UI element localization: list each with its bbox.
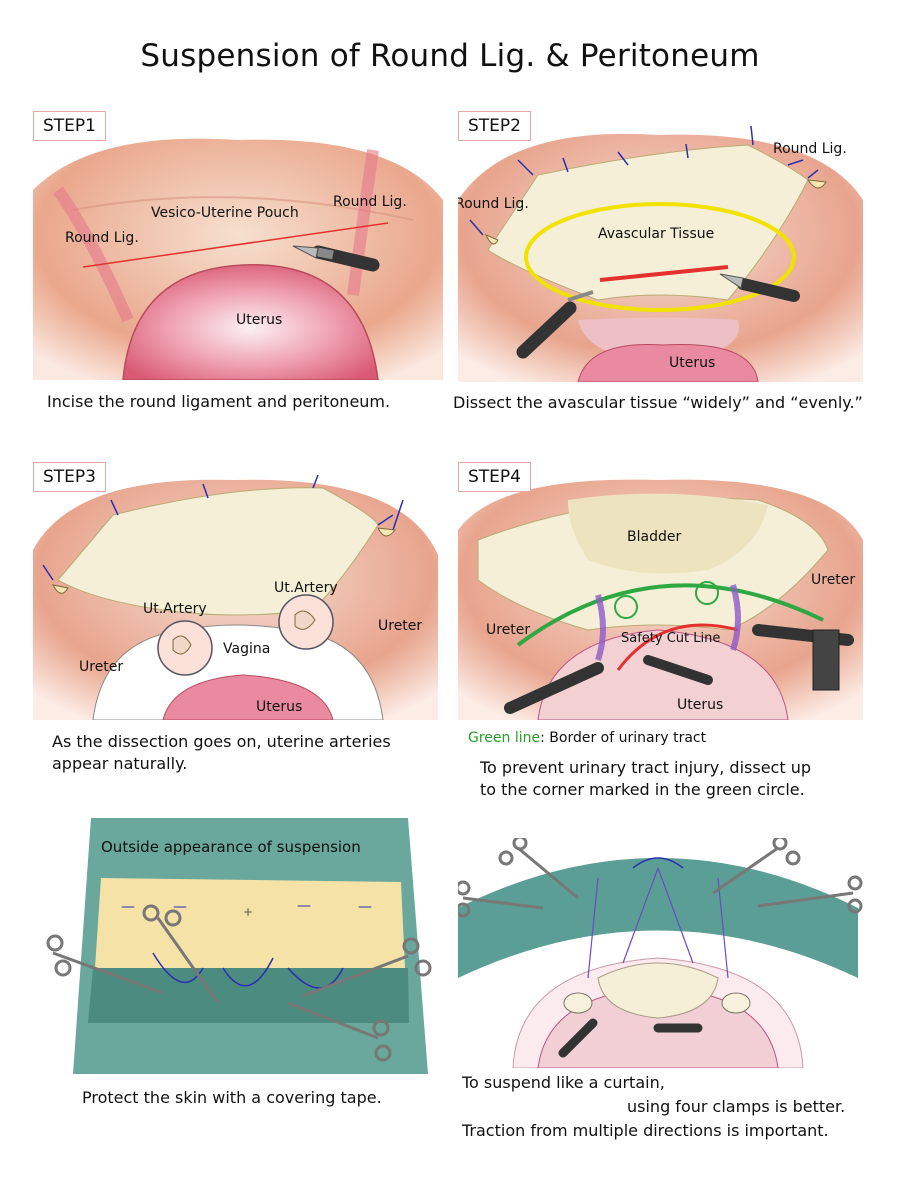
step1-caption: Incise the round ligament and peritoneum…	[47, 392, 391, 411]
svg-text:—: —	[297, 898, 311, 914]
green-line-legend-text: : Border of urinary tract	[540, 730, 707, 746]
step4-uterus-label: Uterus	[677, 697, 723, 713]
step2-label: STEP2	[458, 111, 531, 141]
curtain-caption-line1: To suspend like a curtain,	[462, 1073, 665, 1092]
avascular-tissue-label: Avascular Tissue	[598, 226, 714, 242]
step1-scissors-instrument	[292, 245, 380, 272]
step1-illustration: Vesico-Uterine Pouch Round Lig. Round Li…	[33, 120, 443, 380]
step1-uterus-label: Uterus	[236, 312, 282, 328]
curtain-clamp-upper-left-instrument	[498, 838, 579, 900]
green-line-key: Green line	[468, 730, 541, 746]
step3-illustration: Ut.Artery Ut.Artery Vagina Ureter Ureter…	[33, 470, 438, 720]
curtain-clamp-lower-right-instrument	[757, 875, 863, 914]
svg-text:+: +	[243, 905, 253, 919]
step3-caption-line1: As the dissection goes on, uterine arter…	[52, 732, 391, 751]
step3-uterus-label: Uterus	[256, 699, 302, 715]
step1-round-lig-right-label: Round Lig.	[333, 194, 407, 210]
safety-cut-line-label: Safety Cut Line	[621, 631, 720, 646]
step3-ureter-right-label: Ureter	[378, 618, 422, 634]
vesico-uterine-pouch-label: Vesico-Uterine Pouch	[151, 205, 299, 221]
svg-text:—: —	[121, 899, 135, 915]
ut-artery-left-label: Ut.Artery	[143, 601, 207, 617]
urinary-border-legend: Green line: Border of urinary tract	[468, 727, 706, 749]
step2-uterus-label: Uterus	[669, 355, 715, 371]
step2-forceps-instrument	[516, 290, 594, 359]
svg-text:—: —	[358, 899, 372, 915]
ut-artery-right-label: Ut.Artery	[274, 580, 338, 596]
step4-forceps-right-instrument	[752, 624, 854, 691]
page-title: Suspension of Round Lig. & Peritoneum	[140, 38, 760, 74]
curtain-clamp-upper-right-instrument	[712, 838, 801, 895]
step4-ureter-left-label: Ureter	[486, 622, 530, 638]
skin-clamp-lower-instrument	[287, 1001, 392, 1062]
skin-clamp-left-instrument	[46, 934, 164, 995]
step2-illustration: Round Lig. Round Lig. Avascular Tissue U…	[458, 120, 863, 382]
curtain-caption-line2: using four clamps is better.	[627, 1097, 846, 1116]
step4-illustration: Bladder Ureter Ureter Safety Cut Line Ut…	[458, 470, 863, 720]
step2-round-lig-left-label: Round Lig.	[458, 196, 529, 212]
curtain-clamp-lower-left-instrument	[458, 880, 544, 918]
skin-protection-caption: Protect the skin with a covering tape.	[82, 1088, 382, 1107]
step4-label: STEP4	[458, 462, 531, 492]
curtain-forceps-left-instrument	[558, 1018, 598, 1058]
step4-caption-line1: To prevent urinary tract injury, dissect…	[480, 758, 811, 777]
step3-ureter-left-label: Ureter	[79, 659, 123, 675]
step4-ureter-right-label: Ureter	[811, 572, 855, 588]
outside-appearance-illustration: — — + — — Outside appearance of suspensi…	[33, 818, 443, 1074]
step4-caption-line2: to the corner marked in the green circle…	[480, 780, 805, 799]
step2-caption: Dissect the avascular tissue “widely” an…	[453, 393, 863, 412]
step3-caption-line2: appear naturally.	[52, 754, 188, 773]
bladder-label: Bladder	[627, 529, 681, 545]
curtain-suspension-illustration	[458, 838, 863, 1068]
step4-scissors-instrument	[643, 655, 713, 685]
step1-label: STEP1	[33, 111, 106, 141]
step2-scissors-instrument	[719, 273, 800, 302]
curtain-caption-line3: Traction from multiple directions is imp…	[462, 1121, 829, 1140]
step2-round-lig-right-label: Round Lig.	[773, 141, 847, 157]
vagina-label: Vagina	[223, 641, 270, 657]
skin-clamp-right-instrument	[302, 937, 432, 998]
step4-forceps-left-instrument	[504, 662, 604, 714]
outside-appearance-label: Outside appearance of suspension	[101, 838, 361, 856]
step1-round-lig-left-label: Round Lig.	[65, 230, 139, 246]
skin-clamp-center-instrument	[142, 904, 220, 1004]
step3-label: STEP3	[33, 462, 106, 492]
